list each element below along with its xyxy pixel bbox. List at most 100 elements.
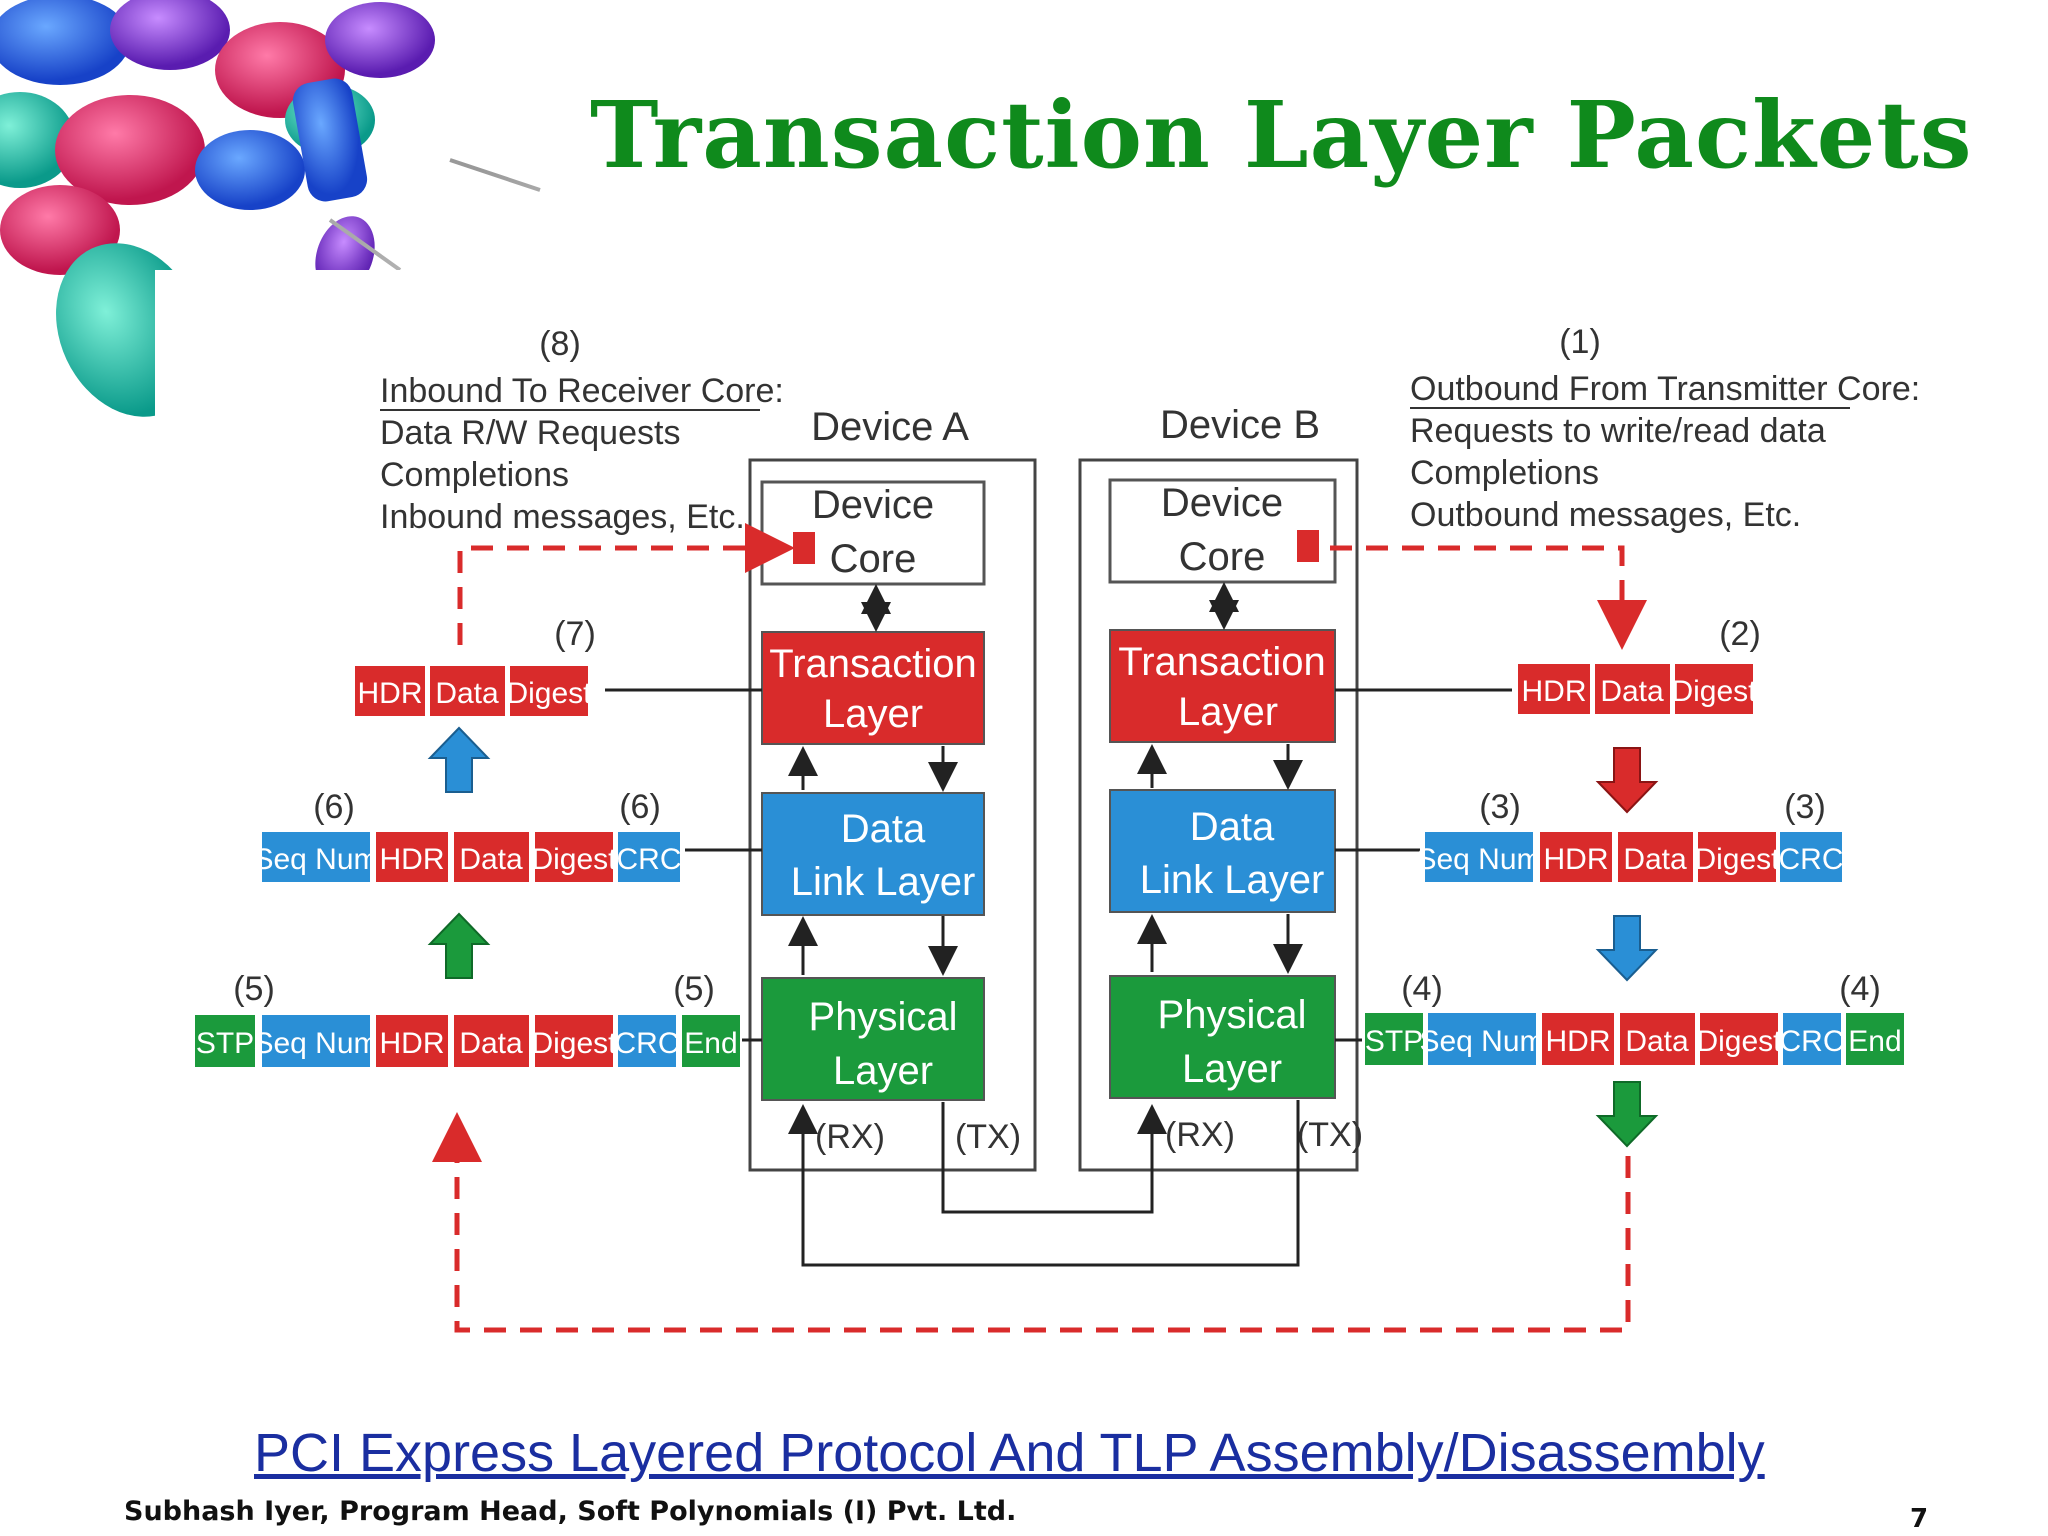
pkt6-seq bbox=[262, 832, 370, 882]
label-data: Data bbox=[459, 843, 523, 876]
g-shape: Device Core Transaction Layer Data Link … bbox=[1108, 478, 1363, 1154]
step-label-7: (7) bbox=[554, 615, 596, 653]
device-b-name: Device B bbox=[1160, 403, 1320, 447]
device-b-transaction-layer bbox=[1109, 629, 1336, 743]
label-seq: Seq Num bbox=[1419, 1025, 1544, 1058]
label-hdr: HDR bbox=[358, 677, 423, 710]
up-arrow-blue bbox=[427, 726, 491, 793]
label-seq: Seq Num bbox=[253, 843, 378, 876]
step-label-3a: (3) bbox=[1479, 788, 1521, 826]
pkt4-end bbox=[1846, 1013, 1904, 1065]
device-a-physical-layer bbox=[761, 977, 985, 1101]
step-label-6a: (6) bbox=[313, 788, 355, 826]
up-arrow-green bbox=[427, 912, 491, 979]
device-a-data-link-layer bbox=[761, 792, 985, 916]
g-shape: (8) (1) (7) (2) (6) (6) (3) (3) (5) (5) … bbox=[233, 323, 1881, 1008]
label-tl_line1: Transaction bbox=[769, 642, 977, 686]
device-a-rx: (RX) bbox=[815, 1118, 885, 1156]
label-hdr: HDR bbox=[380, 843, 445, 876]
label-dll_line1: Data bbox=[841, 807, 926, 851]
device-a-name: Device A bbox=[811, 405, 969, 449]
device-b-tx: (TX) bbox=[1297, 1116, 1363, 1154]
pkt4-hdr bbox=[1542, 1013, 1614, 1065]
pkt7-data bbox=[430, 666, 505, 716]
label-hdr: HDR bbox=[1546, 1025, 1611, 1058]
device-b-outline bbox=[1078, 458, 1359, 1172]
step-label-5b: (5) bbox=[673, 970, 715, 1008]
pkt4-digest bbox=[1700, 1013, 1778, 1065]
label-crc: CRC bbox=[1780, 1025, 1845, 1058]
down-arrow-red bbox=[1595, 747, 1659, 814]
label-end: End bbox=[684, 1027, 737, 1060]
g-shape bbox=[432, 523, 1647, 1333]
label-seq: Seq Num bbox=[253, 1027, 378, 1060]
inbound-line-3: Inbound messages, Etc. bbox=[380, 498, 745, 536]
rect-shape bbox=[1297, 530, 1319, 562]
inbound-heading: Inbound To Receiver Core: bbox=[380, 372, 784, 410]
pkt5-end bbox=[682, 1015, 740, 1067]
pkt3-data bbox=[1618, 832, 1693, 882]
label-digest: Digest bbox=[506, 677, 592, 710]
footer-author: Subhash Iyer, Program Head, Soft Polynom… bbox=[124, 1496, 1017, 1527]
label-pl_line2: Layer bbox=[1182, 1047, 1282, 1091]
outbound-heading: Outbound From Transmitter Core: bbox=[1410, 370, 1920, 408]
label-dll_line2: Link Layer bbox=[1140, 858, 1325, 902]
inbound-line-1: Data R/W Requests bbox=[380, 414, 680, 452]
pkt7-digest bbox=[510, 666, 588, 716]
label-stp: STP bbox=[1365, 1025, 1423, 1058]
label-core_line2: Core bbox=[1179, 535, 1266, 579]
pkt3-crc bbox=[1780, 832, 1842, 882]
label-stp: STP bbox=[196, 1027, 254, 1060]
pkt5-crc bbox=[618, 1015, 676, 1067]
pkt2-data bbox=[1595, 664, 1670, 714]
label-core_line1: Device bbox=[1161, 481, 1283, 525]
outbound-line-2: Completions bbox=[1410, 454, 1599, 492]
g-shape: Inbound To Receiver Core: Data R/W Reque… bbox=[380, 370, 1920, 536]
label-data: Data bbox=[435, 677, 499, 710]
label-crc: CRC bbox=[615, 1027, 680, 1060]
pkt2-digest bbox=[1675, 664, 1753, 714]
label-tl_line2: Layer bbox=[823, 692, 923, 736]
label-dll_line2: Link Layer bbox=[791, 860, 976, 904]
pkt4-seq bbox=[1428, 1013, 1536, 1065]
g-shape: HDR Data Digest HDR Data Digest Seq Num … bbox=[195, 664, 1904, 1067]
label-hdr: HDR bbox=[1522, 675, 1587, 708]
label-data: Data bbox=[459, 1027, 523, 1060]
label-digest: Digest bbox=[1671, 675, 1757, 708]
step-label-2: (2) bbox=[1719, 615, 1761, 653]
label-data: Data bbox=[1623, 843, 1687, 876]
pkt3-hdr bbox=[1540, 832, 1612, 882]
step-label-6b: (6) bbox=[619, 788, 661, 826]
pkt4-data bbox=[1620, 1013, 1695, 1065]
g-shape: Device A Device B bbox=[811, 403, 1320, 449]
step-label-3b: (3) bbox=[1784, 788, 1826, 826]
pkt5-seq bbox=[262, 1015, 370, 1067]
pkt6-crc bbox=[618, 832, 680, 882]
label-hdr: HDR bbox=[1544, 843, 1609, 876]
label-pl_line1: Physical bbox=[1158, 993, 1307, 1037]
step-label-4a: (4) bbox=[1401, 970, 1443, 1008]
pkt4-stp bbox=[1365, 1013, 1423, 1065]
label-data: Data bbox=[1625, 1025, 1689, 1058]
label-digest: Digest bbox=[1694, 843, 1780, 876]
g-shape bbox=[605, 582, 1512, 1267]
outbound-line-3: Outbound messages, Etc. bbox=[1410, 496, 1801, 534]
pkt6-hdr bbox=[376, 832, 448, 882]
device-b-data-link-layer bbox=[1109, 789, 1336, 913]
slide-title: Transaction Layer Packets bbox=[590, 81, 1973, 189]
device-a-tx: (TX) bbox=[955, 1118, 1021, 1156]
label-core_line2: Core bbox=[830, 537, 917, 581]
down-arrow-blue bbox=[1595, 915, 1659, 982]
diagram-panel bbox=[155, 270, 1925, 1360]
pkt3-digest bbox=[1698, 832, 1776, 882]
page-number: 7 bbox=[1910, 1504, 1929, 1534]
label-digest: Digest bbox=[531, 1027, 617, 1060]
pkt5-stp bbox=[195, 1015, 255, 1067]
step-label-5a: (5) bbox=[233, 970, 275, 1008]
pkt5-hdr bbox=[376, 1015, 448, 1067]
device-b-rx: (RX) bbox=[1165, 1116, 1235, 1154]
caption-link[interactable]: PCI Express Layered Protocol And TLP Ass… bbox=[254, 1423, 1765, 1483]
pkt7-hdr bbox=[355, 666, 425, 716]
g-shape: Device Core Transaction Layer Data Link … bbox=[760, 480, 1021, 1156]
